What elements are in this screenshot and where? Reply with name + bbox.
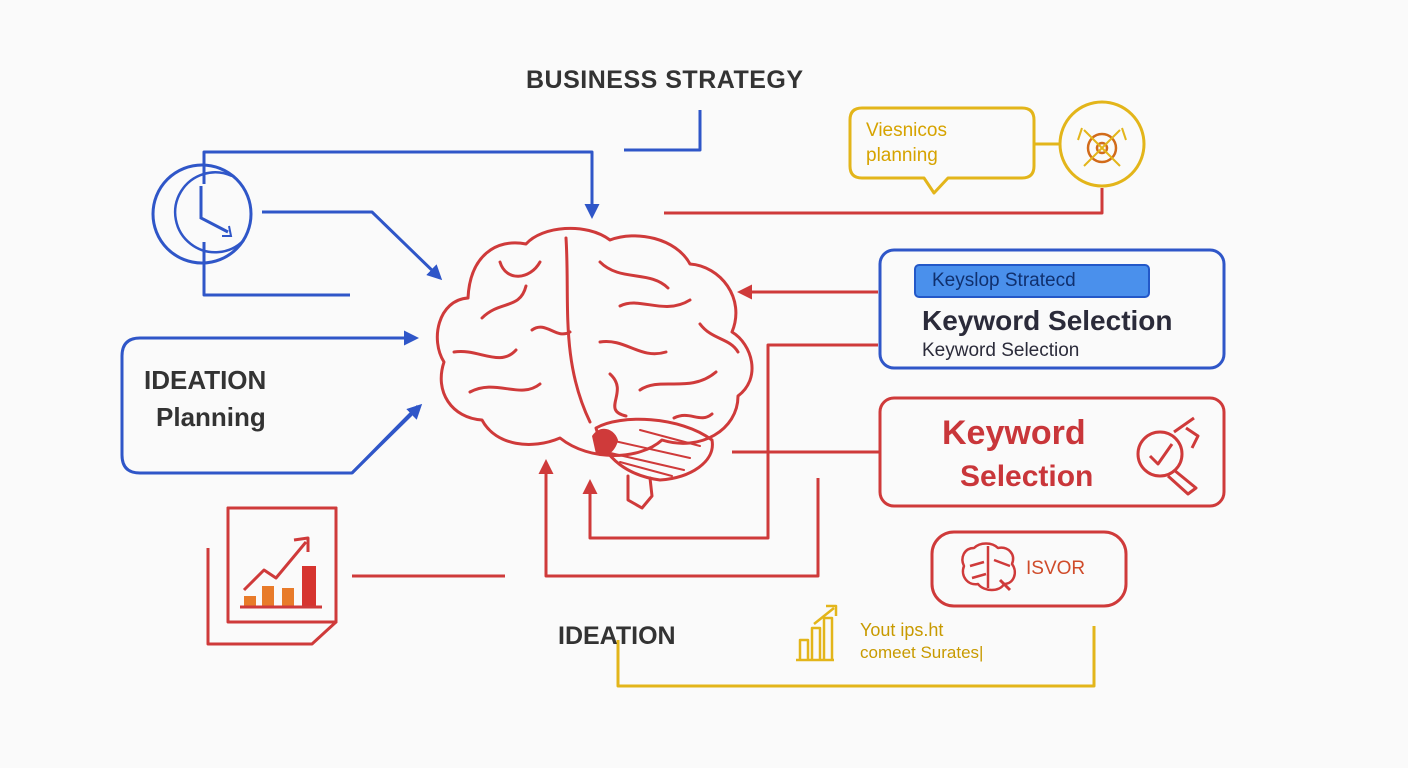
connector-loop-inner: [582, 343, 878, 540]
ideation-box-heading: IDEATION: [144, 365, 267, 395]
ideation-box-subheading: Planning: [156, 402, 266, 432]
bar-chart-icon: [796, 604, 838, 662]
ideation-footer-label: IDEATION: [558, 622, 676, 650]
keyword-card-blue-title: Keyword Selection: [922, 305, 1173, 336]
tools-icon: [1136, 416, 1200, 496]
isvor-label: ISVOR: [1026, 558, 1086, 579]
connector-top-to-brain: [202, 150, 600, 219]
connector-clock-to-brain: [262, 210, 443, 281]
diagram-title: BUSINESS STRATEGY: [526, 66, 804, 94]
keyword-card-blue-subtitle: Keyword Selection: [922, 340, 1080, 361]
connector-ideation-lower: [350, 403, 423, 475]
keyword-card-blue-outline: [878, 248, 1226, 370]
connector-bubble-to-brain: [664, 188, 1104, 215]
chart-document-icon: [206, 506, 338, 646]
keyword-strategy-chip: Keyslop Strateсd: [914, 264, 1150, 298]
keyword-card-red-line1: Keyword: [942, 414, 1086, 452]
connector-title-stub: [624, 110, 702, 152]
target-icon: [1058, 100, 1146, 188]
keyword-card-red-outline: [878, 396, 1226, 508]
clock-icon: [151, 163, 253, 265]
speech-bubble-line1: Viesnicos: [866, 120, 947, 141]
ideation-box-outline: [120, 336, 420, 475]
brain-icon: [435, 226, 754, 510]
speech-bubble-outline: [848, 106, 1036, 195]
brain-stem-highlight: [592, 428, 618, 457]
connector-loop-outer: [538, 459, 820, 578]
connector-clock-bottom: [202, 242, 350, 297]
connector-insight-bracket: [616, 626, 1096, 688]
bar-chart-bars: [240, 566, 322, 609]
insight-note-line2: comeet Surates|: [860, 643, 984, 662]
small-brain-icon: [961, 542, 1016, 592]
keyword-card-red-line2: Selection: [960, 460, 1094, 493]
isvor-pill-outline: [930, 530, 1128, 608]
speech-bubble-line2: planning: [866, 145, 938, 166]
insight-note-line1: Yout ipѕ.ht: [860, 620, 944, 640]
